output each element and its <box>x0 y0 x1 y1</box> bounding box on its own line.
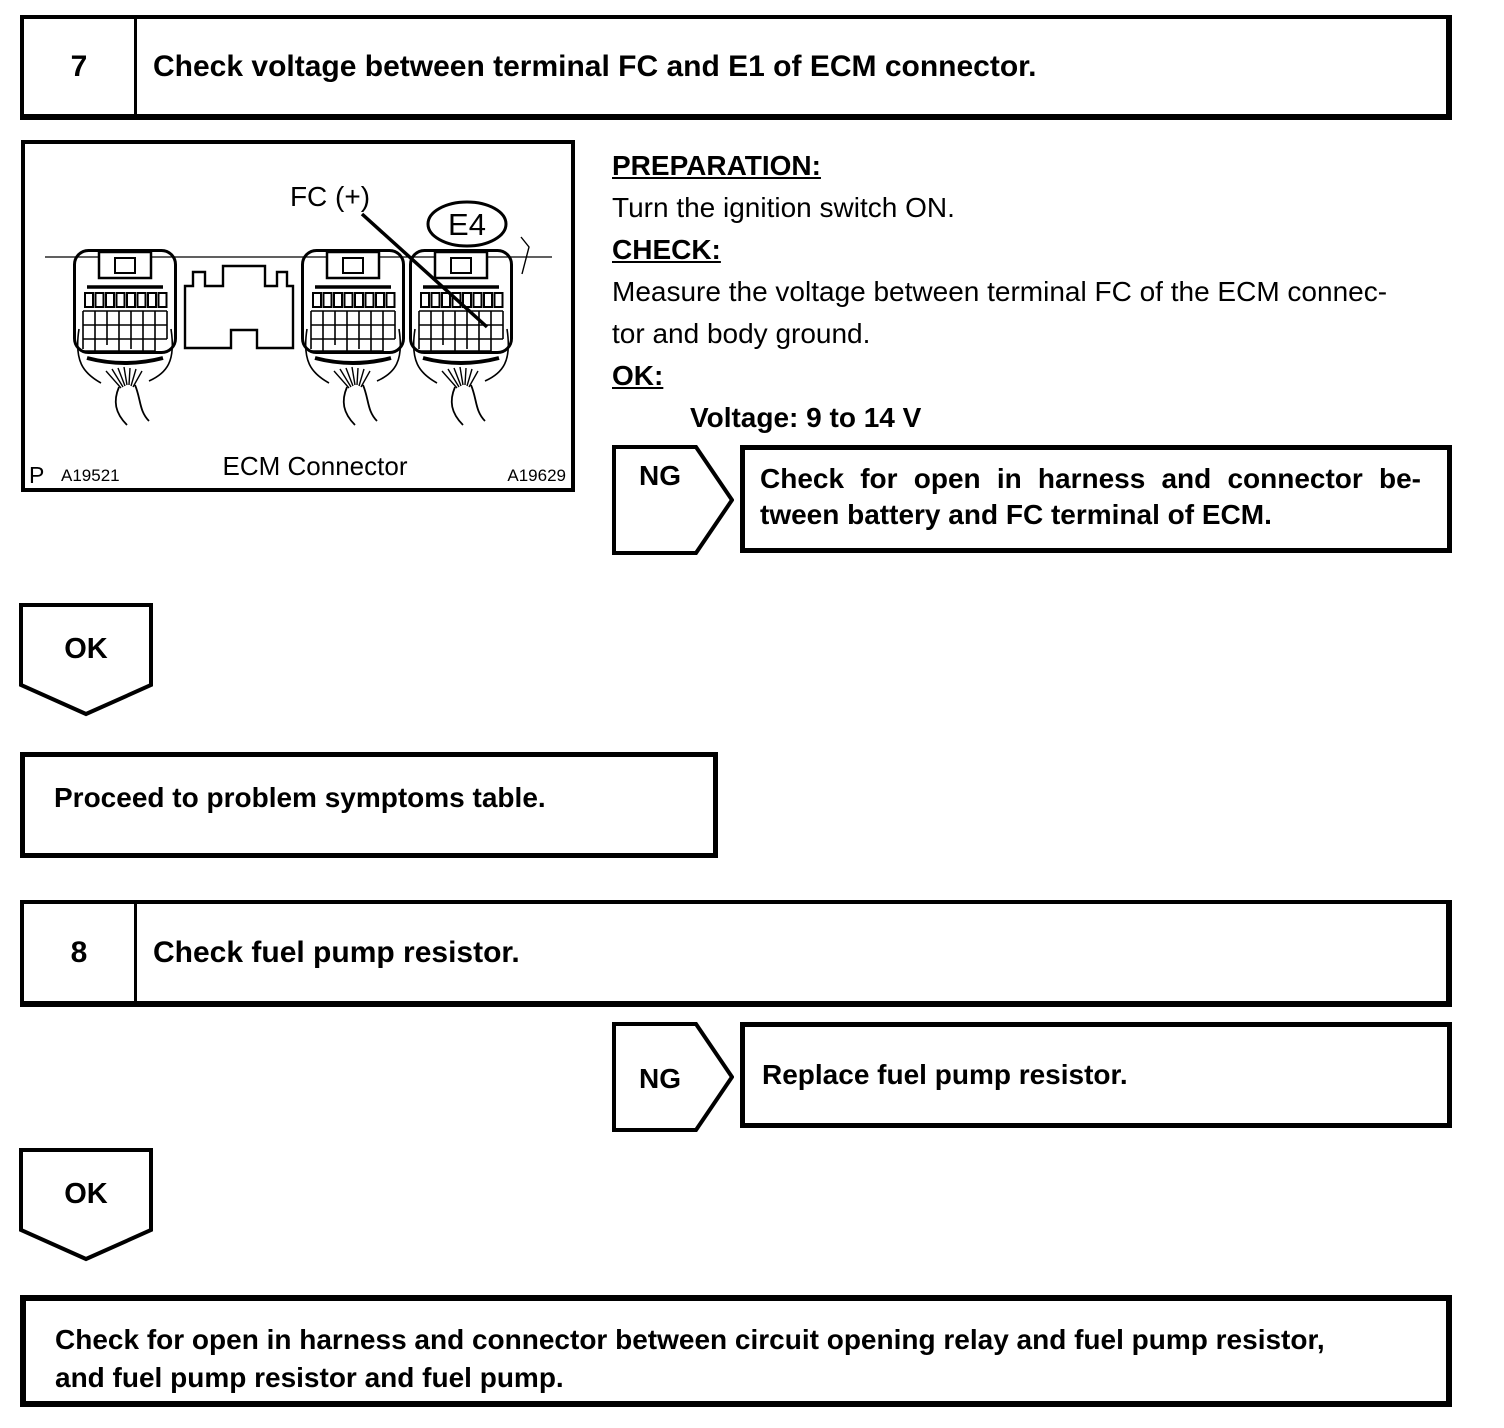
ecm-connector-drawing: FC (+) E4 ECM Connector P A19521 A19629 <box>29 181 566 488</box>
ok-arrow-2: OK <box>19 1148 153 1262</box>
ng1-text-line2: tween battery and FC terminal of ECM. <box>760 499 1272 530</box>
fc-terminal-label: FC (+) <box>290 181 370 212</box>
final-text-line1: Check for open in harness and connector … <box>55 1324 1325 1355</box>
check-text-line1: Measure the voltage between terminal FC … <box>612 276 1388 307</box>
ok-spec-label: OK: <box>612 360 664 391</box>
ng-label-1: NG <box>639 460 681 491</box>
check-text-line2: tor and body ground. <box>612 318 871 349</box>
final-check-box: Check for open in harness and connector … <box>20 1295 1452 1407</box>
final-text-line2: and fuel pump resistor and fuel pump. <box>55 1362 564 1393</box>
ng-result-box-2: Replace fuel pump resistor. <box>740 1022 1452 1128</box>
fc-leader-line <box>360 212 489 329</box>
figure-code-p: P <box>29 462 44 488</box>
step8-header: 8 Check fuel pump resistor. <box>20 900 1452 1007</box>
figure-caption: ECM Connector <box>223 451 408 481</box>
preparation-text: Turn the ignition switch ON. <box>612 192 955 223</box>
ecm-body-profile <box>183 264 295 350</box>
ng-result-box-1: Check for open in harness and connector … <box>740 445 1452 553</box>
step8-number: 8 <box>24 904 137 1001</box>
e4-label: E4 <box>448 207 486 242</box>
proceed-box: Proceed to problem symptoms table. <box>20 752 718 858</box>
ng-label-2: NG <box>639 1063 681 1094</box>
ng-arrow-1: NG <box>612 445 734 555</box>
check-label: CHECK: <box>612 234 721 265</box>
figure-code-left: A19521 <box>61 466 120 485</box>
ok-label-2: OK <box>64 1178 108 1210</box>
step7-title: Check voltage between terminal FC and E1… <box>153 49 1037 83</box>
e4-leader-line <box>520 236 530 275</box>
ecm-connector-figure: FC (+) E4 ECM Connector P A19521 A19629 <box>21 140 575 492</box>
preparation-label: PREPARATION: <box>612 150 821 181</box>
connector-left <box>72 248 178 427</box>
step8-title: Check fuel pump resistor. <box>153 935 520 969</box>
figure-code-right: A19629 <box>507 466 566 485</box>
ng1-text-line1: Check for open in harness and connector … <box>760 463 1421 494</box>
connector-right <box>408 248 514 427</box>
ok-label-1: OK <box>64 633 108 665</box>
step7-instructions: PREPARATION: Turn the ignition switch ON… <box>612 145 1472 439</box>
voltage-spec: Voltage: 9 to 14 V <box>690 402 922 433</box>
step7-number: 7 <box>24 19 137 114</box>
ng-arrow-2: NG <box>612 1022 734 1132</box>
e4-callout-ellipse <box>426 200 508 248</box>
connector-middle <box>300 248 406 427</box>
ok-arrow-1: OK <box>19 603 153 717</box>
step7-header: 7 Check voltage between terminal FC and … <box>20 15 1452 120</box>
